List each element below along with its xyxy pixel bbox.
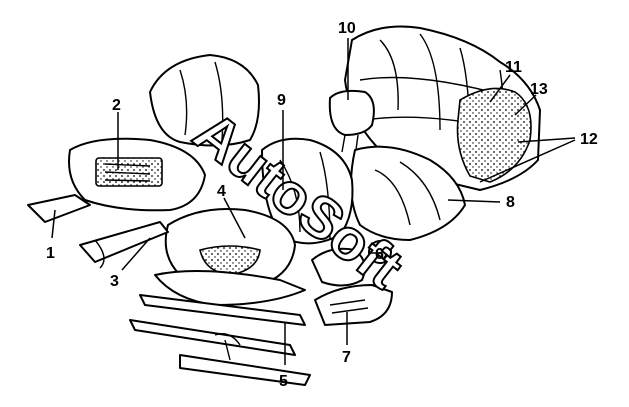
rear-seat-cushion <box>350 145 466 241</box>
callout-13: 13 <box>530 81 548 98</box>
seat-rail-assembly <box>129 294 311 386</box>
callout-11: 11 <box>505 59 522 76</box>
callout-3: 3 <box>110 273 119 290</box>
leader-lines <box>51 38 576 365</box>
callout-8: 8 <box>506 194 515 211</box>
seat-bracket-left <box>27 194 169 269</box>
callout-9: 9 <box>277 92 286 109</box>
callout-10: 10 <box>338 20 356 37</box>
front-seat-back-pad <box>149 54 260 147</box>
seat-cushion-pad-left <box>68 137 206 212</box>
recliner-mechanism <box>311 240 392 287</box>
headrest <box>328 89 375 153</box>
callout-1: 1 <box>46 245 55 262</box>
callout-12: 12 <box>580 131 598 148</box>
callout-2: 2 <box>112 97 121 114</box>
callout-4: 4 <box>217 183 226 200</box>
seat-cushion <box>164 208 296 288</box>
callout-7: 7 <box>342 349 351 366</box>
rear-seat-side-cover <box>456 87 532 183</box>
callout-6: 6 <box>375 246 384 263</box>
cushion-tray <box>154 270 306 306</box>
seat-side-panel <box>314 284 393 326</box>
callout-5: 5 <box>279 373 288 390</box>
